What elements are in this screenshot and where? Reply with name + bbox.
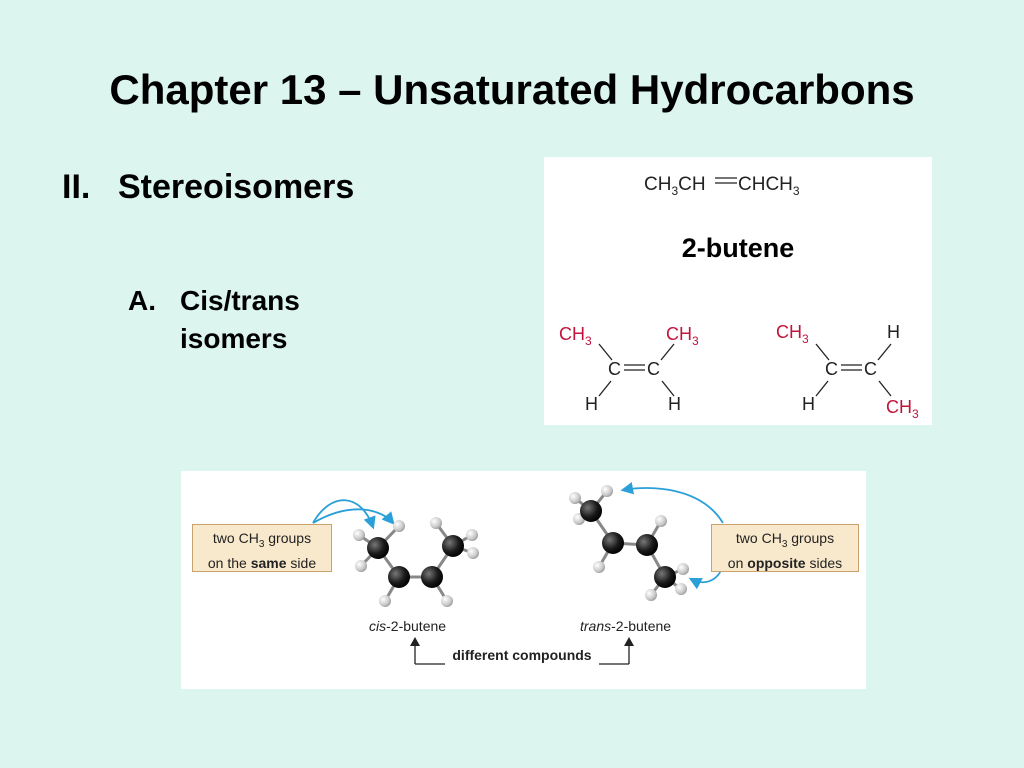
- model-figure: cis-2-butene trans-2-butene different co…: [181, 471, 866, 689]
- slide-title: Chapter 13 – Unsaturated Hydrocarbons: [109, 66, 915, 113]
- condensed-formula: CH3CH: [644, 174, 706, 198]
- subsection-line1: Cis/trans: [180, 285, 300, 316]
- callout-same-side: two CH3 groups on the same side: [192, 524, 332, 572]
- methyl-label: CH3: [776, 322, 809, 346]
- trans-structure: CH3 H C C H CH3: [776, 322, 919, 421]
- arrow-same-side: [312, 508, 395, 525]
- carbon-label: C: [864, 359, 877, 379]
- cis-label: cis-2-butene: [369, 618, 446, 634]
- hydrogen-label: H: [585, 394, 598, 414]
- carbon-label: C: [647, 359, 660, 379]
- subsection-line2: isomers: [180, 323, 288, 354]
- molecule-name: 2-butene: [682, 233, 795, 263]
- callout-opposite-sides: two CH3 groups on opposite sides: [711, 524, 859, 572]
- trans-2-butene-model: [569, 485, 689, 601]
- hydrogen-label: H: [668, 394, 681, 414]
- section-heading: II. Stereoisomers: [62, 168, 354, 207]
- hydrogen-label: H: [802, 394, 815, 414]
- section-label: Stereoisomers: [118, 168, 355, 206]
- subsection-letter: A.: [128, 285, 156, 316]
- svg-text:different compounds: different compounds: [452, 647, 591, 663]
- subsection-heading: A. Cis/trans isomers: [128, 282, 300, 358]
- cis-2-butene-model: [353, 517, 479, 607]
- arrow-opposite-side: [620, 482, 724, 524]
- hydrogen-label: H: [887, 322, 900, 342]
- carbon-label: C: [825, 359, 838, 379]
- methyl-label: CH3: [666, 324, 699, 348]
- methyl-label: CH3: [559, 324, 592, 348]
- carbon-label: C: [608, 359, 621, 379]
- condensed-formula-right: CHCH3: [738, 174, 800, 198]
- trans-label: trans-2-butene: [580, 618, 671, 634]
- section-number: II.: [62, 168, 91, 206]
- methyl-label: CH3: [886, 397, 919, 421]
- arrow-same-side: [312, 499, 376, 530]
- different-compounds-bracket: different compounds: [410, 637, 634, 665]
- cis-structure: CH3 CH3 C C H H: [559, 324, 699, 414]
- structure-figure: CH3CH CHCH3 2-butene CH3 CH3 C C H H CH3…: [544, 157, 932, 425]
